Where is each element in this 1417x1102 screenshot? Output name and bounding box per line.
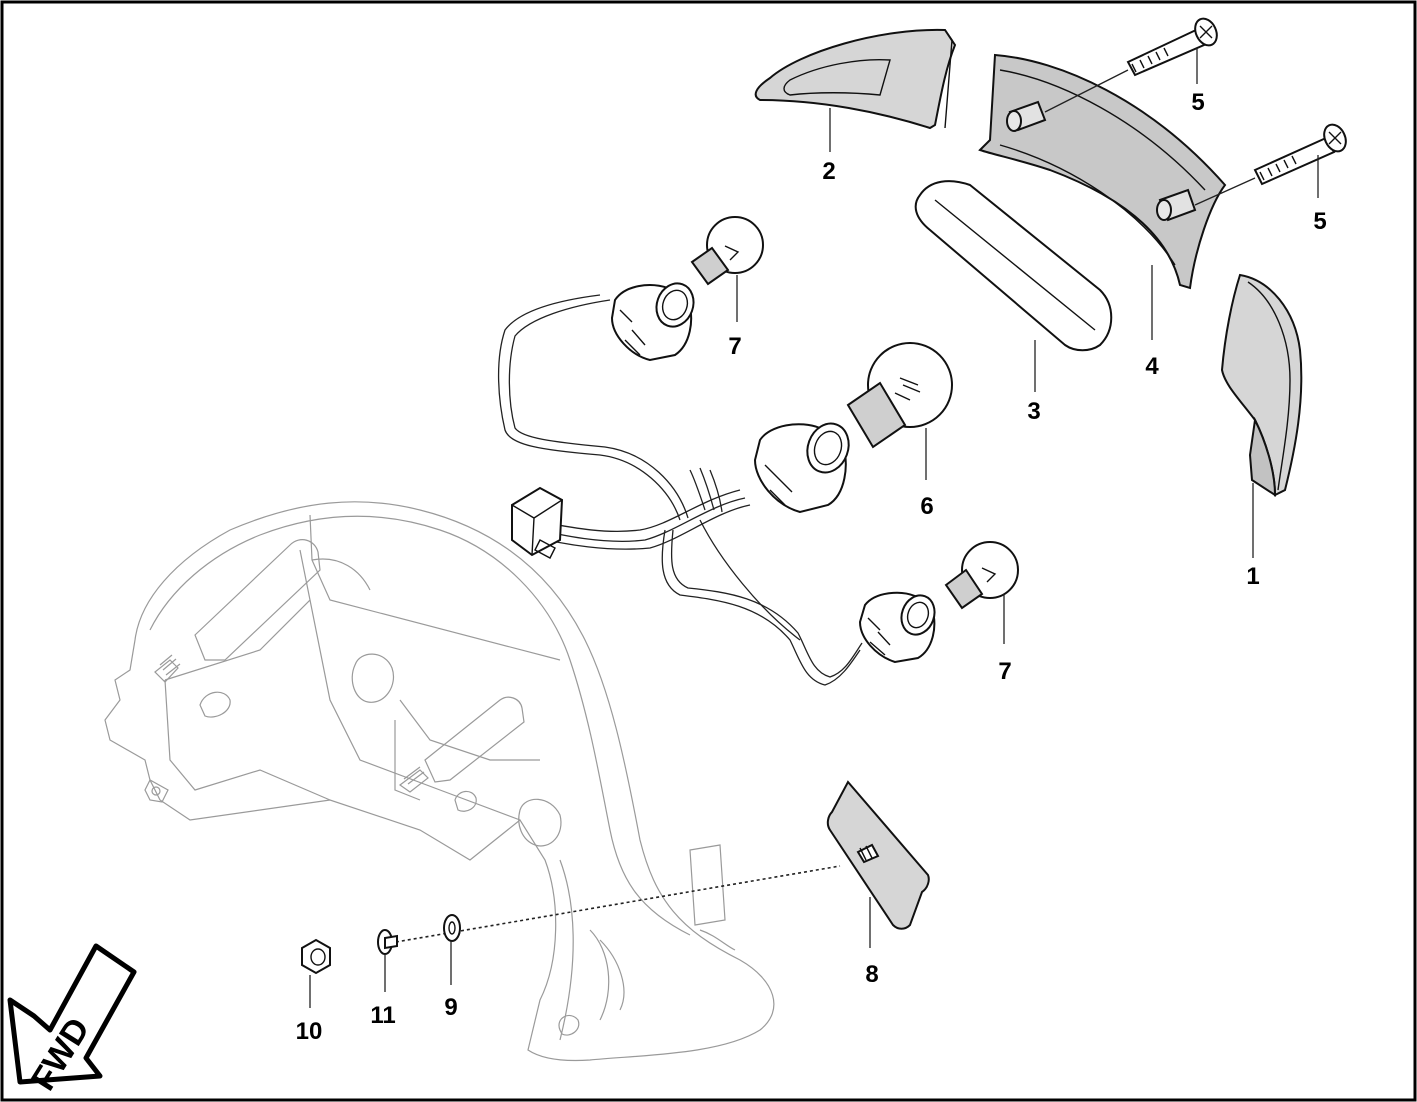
part-7-bulb-upper bbox=[690, 216, 764, 286]
callout-8: 8 bbox=[865, 961, 878, 988]
callout-1: 1 bbox=[1246, 563, 1259, 590]
part-7-bulb-lower bbox=[944, 541, 1019, 610]
fwd-direction-marker: FWD bbox=[7, 943, 137, 1097]
part-3-gasket bbox=[914, 180, 1113, 352]
callout-11: 11 bbox=[370, 1002, 395, 1029]
part-10-nut bbox=[301, 938, 331, 975]
assembly-line bbox=[389, 865, 841, 944]
callout-4: 4 bbox=[1145, 353, 1159, 380]
socket-middle bbox=[753, 422, 850, 514]
callout-5-lower: 5 bbox=[1313, 208, 1326, 235]
callout-5-upper: 5 bbox=[1191, 89, 1204, 116]
callout-7-lower: 7 bbox=[998, 658, 1011, 685]
part-1-side-lens bbox=[1220, 273, 1303, 497]
part-5-screw-upper bbox=[1044, 17, 1218, 113]
part-9-washer bbox=[443, 914, 461, 942]
socket-upper bbox=[610, 282, 695, 362]
callout-6: 6 bbox=[920, 493, 933, 520]
callout-9: 9 bbox=[444, 994, 457, 1021]
arrow-icon bbox=[7, 943, 137, 1085]
callout-3: 3 bbox=[1027, 398, 1040, 425]
rear-fender-ghost bbox=[104, 501, 775, 1062]
part-5-screw-lower bbox=[1194, 123, 1347, 206]
callout-2: 2 bbox=[822, 158, 835, 185]
part-8-license-lamp bbox=[826, 780, 930, 930]
part-11-lock-washer bbox=[377, 929, 398, 955]
wiring-harness bbox=[497, 294, 863, 686]
socket-lower bbox=[858, 591, 936, 664]
callout-10: 10 bbox=[296, 1018, 323, 1045]
part-6-bulb-large bbox=[846, 342, 953, 449]
leader-lines bbox=[309, 48, 1319, 1008]
part-4-lamp-housing bbox=[978, 53, 1227, 290]
callout-7-upper: 7 bbox=[728, 333, 741, 360]
part-2-side-lens-top bbox=[754, 28, 957, 130]
